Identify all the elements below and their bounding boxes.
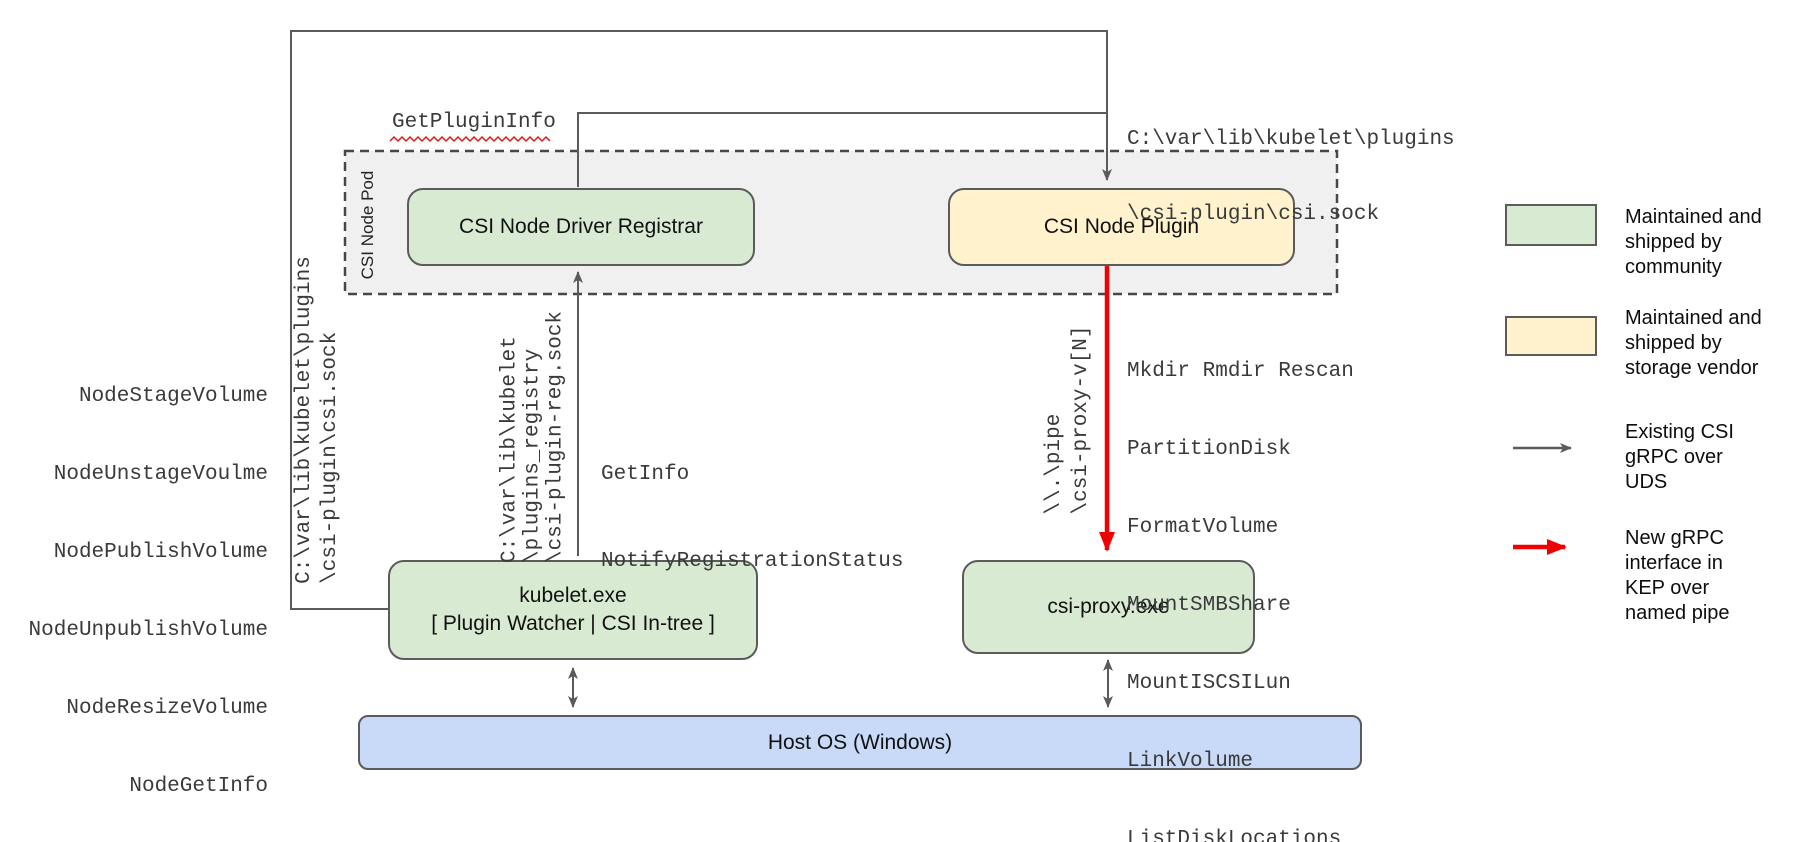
node-rpc-item: NodeUnpublishVolume bbox=[28, 619, 268, 642]
legend-yellow-swatch bbox=[1505, 316, 1597, 356]
node-rpc-item: NodePublishVolume bbox=[53, 541, 268, 564]
pipe-line2: \csi-proxy-v[N] bbox=[1070, 325, 1093, 515]
csi-node-driver-registrar-box: CSI Node Driver Registrar bbox=[407, 188, 755, 266]
named-pipe-vertical-annotation: \\.\pipe \csi-proxy-v[N] bbox=[1041, 325, 1095, 514]
host-os-label: Host OS (Windows) bbox=[767, 730, 953, 754]
kubelet-box: kubelet.exe [ Plugin Watcher | CSI In-tr… bbox=[388, 560, 758, 660]
legend-green-swatch bbox=[1505, 204, 1597, 246]
legend-kep-text: New gRPC interface in KEP over named pip… bbox=[1625, 526, 1730, 626]
legend-community-text: Maintained and shipped by community bbox=[1625, 205, 1762, 280]
legend-vendor-text: Maintained and shipped by storage vendor bbox=[1625, 306, 1762, 381]
proxy-rpc-item: MountISCSILun bbox=[1127, 672, 1291, 695]
legend-line: interface in bbox=[1625, 552, 1723, 574]
pipe-line1: \\.\pipe bbox=[1043, 413, 1066, 515]
registration-rpc-list: GetInfo NotifyRegistrationStatus bbox=[601, 402, 903, 634]
csi-sock-vertical-line2: \csi-plugin\csi.sock bbox=[319, 331, 342, 584]
kubelet-to-plugin-uds-arrow bbox=[290, 30, 1112, 610]
kubelet-label-line2: [ Plugin Watcher | CSI In-tree ] bbox=[431, 612, 715, 635]
proxy-rpc-item: LinkVolume bbox=[1127, 750, 1254, 773]
csi-sock-vertical-line1: C:\var\lib\kubelet\plugins bbox=[293, 256, 316, 584]
proxy-rpc-item: PartitionDisk bbox=[1127, 438, 1291, 461]
csi-sock-vertical-annotation: C:\var\lib\kubelet\plugins \csi-plugin\c… bbox=[292, 256, 344, 584]
registrar-getplugininfo-line bbox=[577, 112, 1107, 187]
proxy-rpc-item: Mkdir Rmdir Rescan bbox=[1127, 360, 1354, 383]
csi-node-pod-label: CSI Node Pod bbox=[358, 170, 377, 280]
legend-line: New gRPC bbox=[1625, 527, 1724, 549]
csi-sock-path-annotation: C:\var\lib\kubelet\plugins \csi-plugin\c… bbox=[1127, 77, 1455, 277]
registration-rpc-item: GetInfo bbox=[601, 463, 690, 486]
reg-sock-line3: \csi-plugin-reg.sock bbox=[544, 310, 568, 564]
legend-line: Maintained and bbox=[1625, 307, 1762, 329]
legend-line: storage vendor bbox=[1625, 357, 1759, 379]
legend-uds-text: Existing CSI gRPC over UDS bbox=[1625, 420, 1734, 495]
node-rpc-item: NodeUnstageVoulme bbox=[53, 463, 268, 486]
registration-rpc-item: NotifyRegistrationStatus bbox=[601, 550, 904, 573]
get-plugin-info-label: GetPluginInfo bbox=[392, 111, 556, 134]
csi-sock-path-line1: C:\var\lib\kubelet\plugins bbox=[1127, 128, 1455, 151]
plugin-label: CSI Node Plugin bbox=[1043, 215, 1200, 238]
reg-sock-line1: C:\var\lib\kubelet bbox=[498, 336, 522, 564]
node-rpc-item: NodeResizeVolume bbox=[66, 697, 268, 720]
kubelet-label-line1: kubelet.exe bbox=[519, 584, 627, 607]
registrar-label: CSI Node Driver Registrar bbox=[459, 215, 703, 238]
proxy-rpc-list: Mkdir Rmdir Rescan PartitionDisk FormatV… bbox=[1127, 307, 1354, 842]
legend-line: shipped by bbox=[1625, 231, 1722, 253]
node-rpc-item: NodeStageVolume bbox=[78, 385, 268, 408]
csi-proxy-label: csi-proxy.exe bbox=[1047, 595, 1170, 618]
legend-line: Maintained and bbox=[1625, 206, 1762, 228]
legend-line: shipped by bbox=[1625, 332, 1722, 354]
spellcheck-squiggle bbox=[389, 136, 551, 142]
proxy-rpc-item: ListDiskLocations bbox=[1127, 828, 1342, 842]
legend-line: named pipe bbox=[1625, 602, 1730, 624]
registration-sock-vertical-annotation: C:\var\lib\kubelet \plugins_registry \cs… bbox=[499, 311, 568, 563]
legend-line: KEP over bbox=[1625, 577, 1710, 599]
csi-proxy-box: csi-proxy.exe bbox=[962, 560, 1255, 654]
node-rpc-item: NodeGetInfo bbox=[129, 775, 268, 798]
legend-line: gRPC over bbox=[1625, 446, 1723, 468]
host-os-box: Host OS (Windows) bbox=[358, 715, 1362, 770]
csi-node-plugin-box: CSI Node Plugin bbox=[948, 188, 1295, 266]
proxy-rpc-item: MountSMBShare bbox=[1127, 594, 1291, 617]
proxy-rpc-item: FormatVolume bbox=[1127, 516, 1279, 539]
legend-line: Existing CSI bbox=[1625, 421, 1734, 443]
legend-line: community bbox=[1625, 256, 1722, 278]
reg-sock-line2: \plugins_registry bbox=[521, 348, 545, 564]
csi-sock-path-line2: \csi-plugin\csi.sock bbox=[1127, 203, 1380, 226]
node-rpc-list: NodeStageVolume NodeUnstageVoulme NodePu… bbox=[20, 332, 268, 842]
legend-line: UDS bbox=[1625, 471, 1668, 493]
